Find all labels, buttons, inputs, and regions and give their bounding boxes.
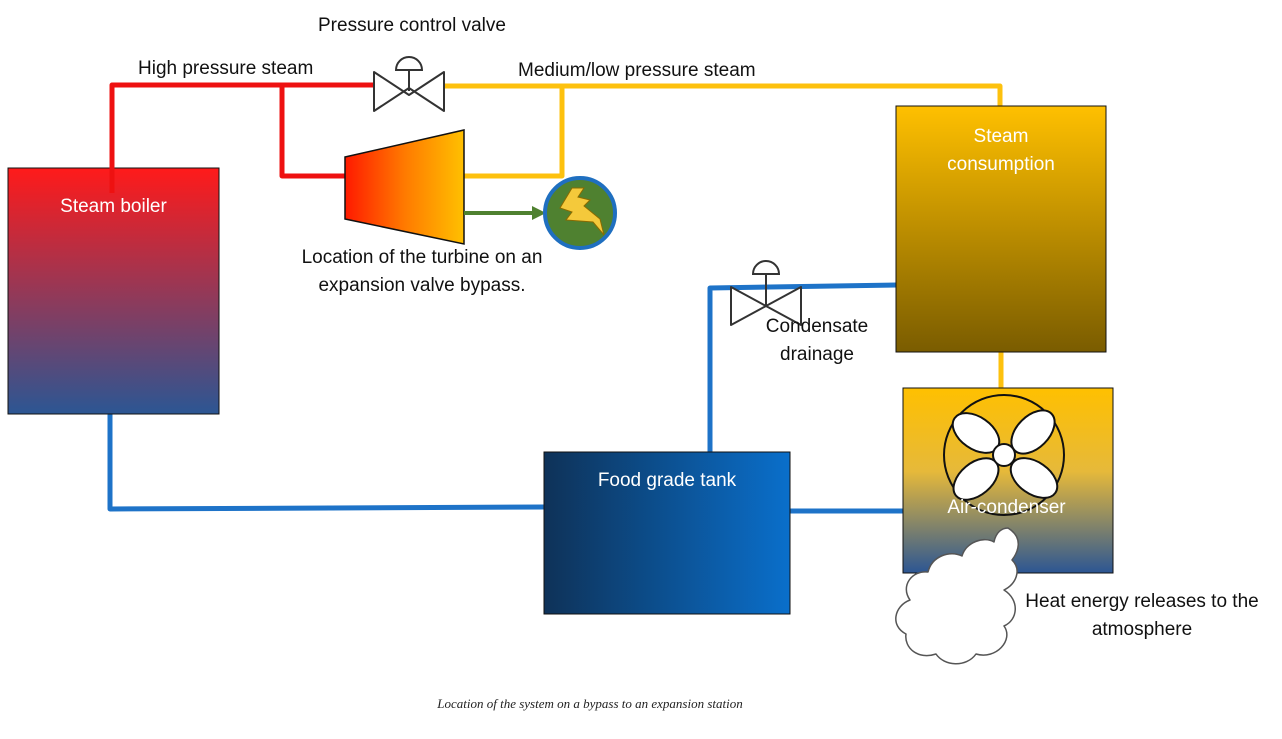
medium-low-pressure-steam-label: Medium/low pressure steam (518, 60, 756, 81)
pressure-control-valve-icon (373, 56, 445, 112)
branch-to-turbine-pipe (279, 85, 346, 179)
steam-boiler-box (7, 167, 220, 415)
low-pressure-pipes (444, 83, 1004, 388)
lightning-bolt-icon (559, 187, 605, 236)
food-grade-tank-box (543, 451, 791, 615)
condensate-drainage-label-line1: Condensate (765, 316, 869, 337)
turbine-icon (344, 129, 465, 245)
steam-consumption-label-line1: Steam (973, 126, 1029, 147)
turbine-exhaust-pipe (464, 86, 565, 179)
power-output-arrow (464, 206, 546, 220)
heat-release-label-line2: atmosphere (1091, 619, 1193, 640)
turbine-location-label-line2: expansion valve bypass. (318, 275, 526, 296)
tank-to-consumption-pipe (707, 282, 898, 452)
boiler-to-tank-pipe (107, 414, 546, 512)
cloud-icon (895, 527, 1019, 665)
steam-boiler-label: Steam boiler (60, 196, 167, 217)
turbine-location-label-line1: Location of the turbine on an (301, 247, 543, 268)
heat-release-label-line1: Heat energy releases to the (1025, 591, 1259, 612)
condensate-pipes (107, 282, 903, 514)
food-grade-tank-label: Food grade tank (597, 470, 737, 491)
pressure-control-valve-label: Pressure control valve (318, 15, 506, 36)
valve-to-consumption-pipe (444, 83, 1003, 107)
figure-caption: Location of the system on a bypass to an… (437, 696, 743, 711)
generator-icon (543, 176, 617, 250)
air-condenser-label: Air-condenser (947, 497, 1066, 518)
condensate-drainage-label-line2: drainage (780, 344, 854, 365)
condensate-valve-icon (730, 260, 802, 326)
boiler-to-valve-pipe (109, 82, 374, 193)
high-pressure-steam-label: High pressure steam (138, 58, 314, 79)
fan-icon (943, 394, 1065, 516)
steam-consumption-label-line2: consumption (947, 154, 1055, 175)
steam-consumption-box (895, 105, 1107, 353)
high-pressure-pipes (109, 82, 374, 193)
